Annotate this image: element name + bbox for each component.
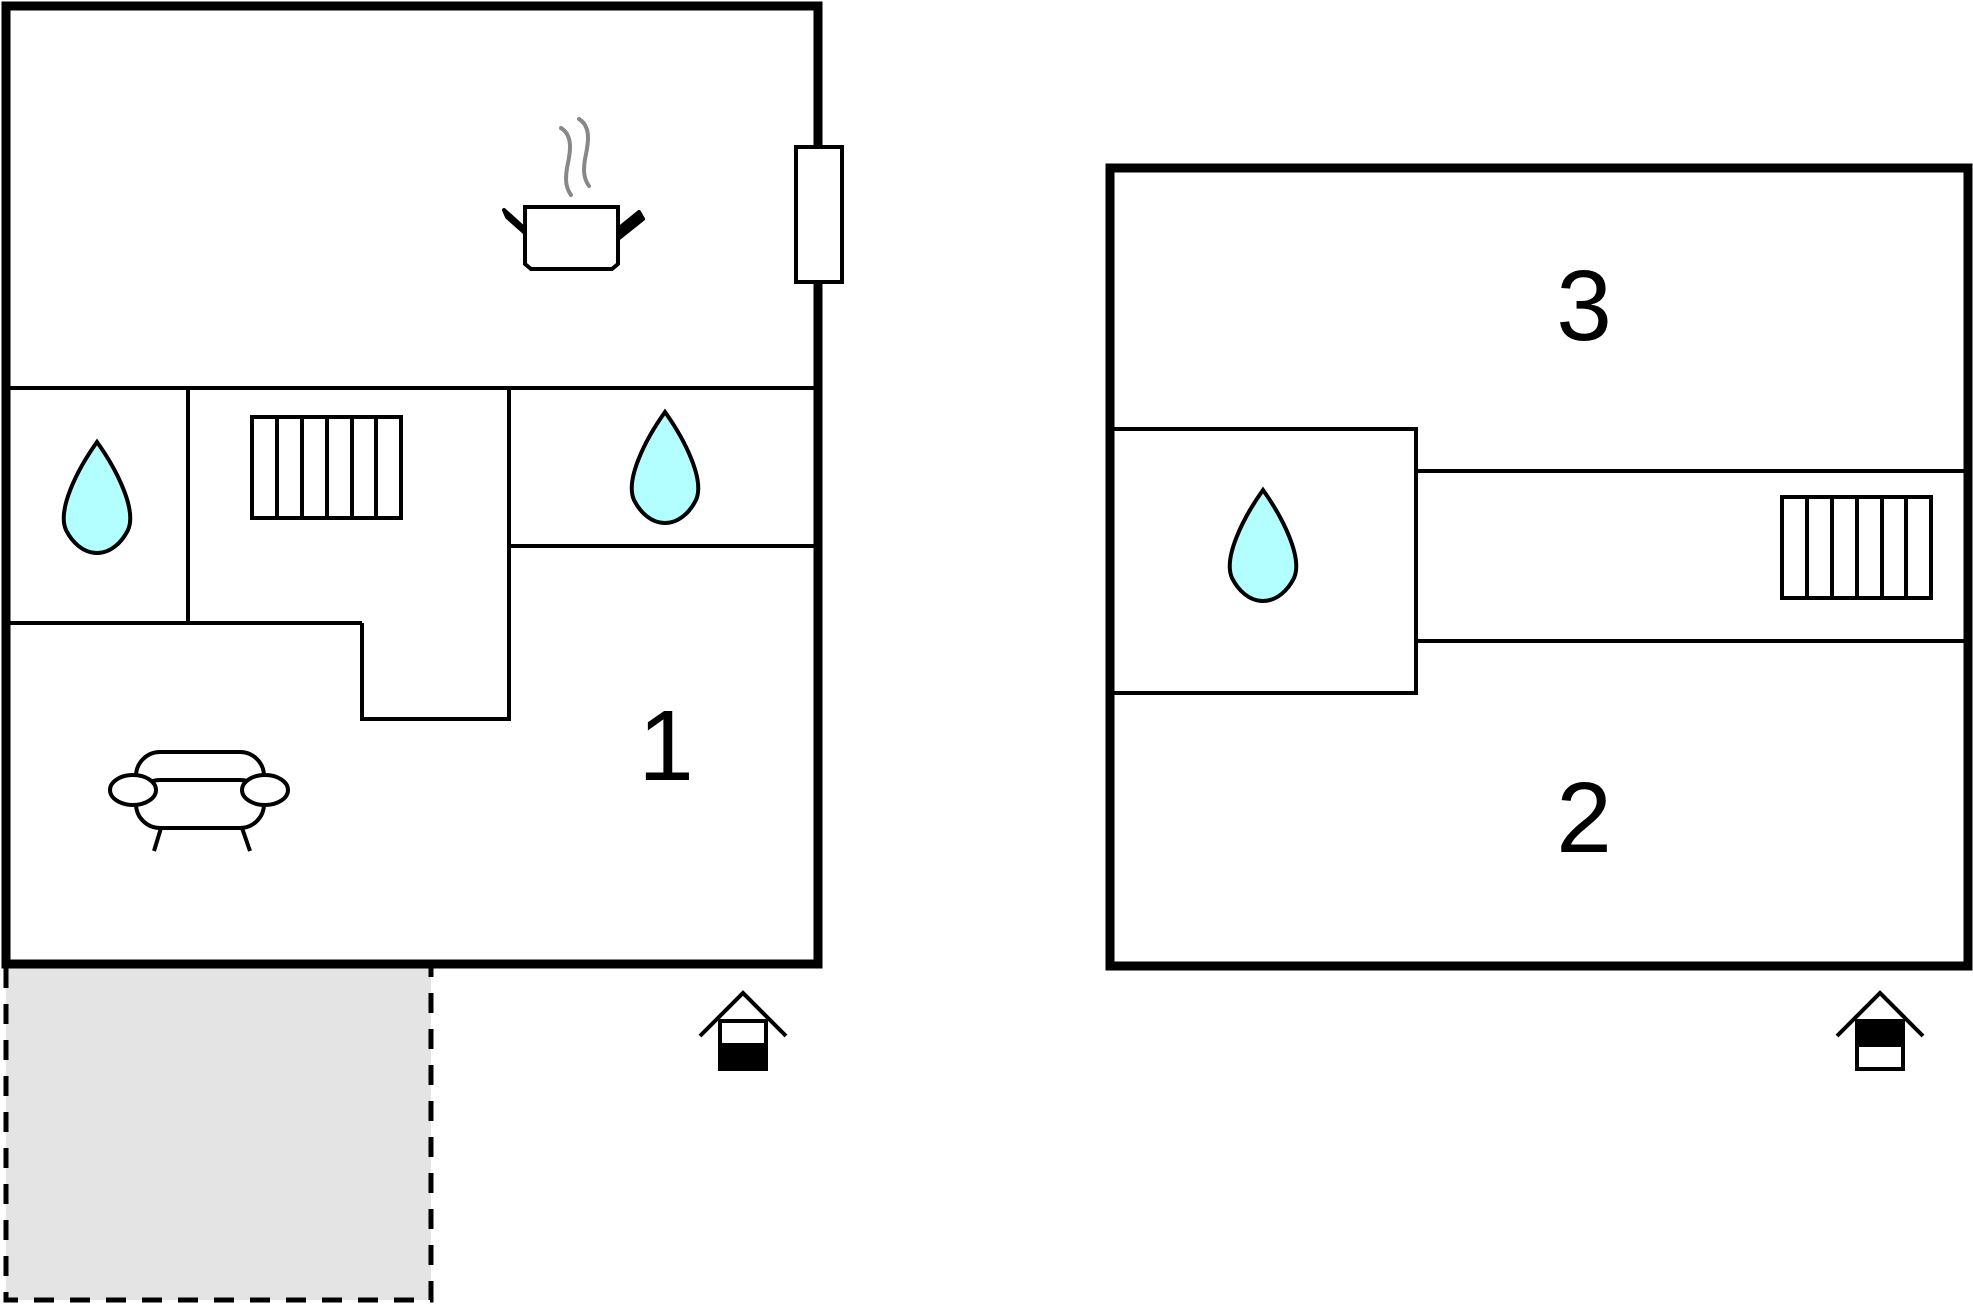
sofa-icon xyxy=(108,750,290,852)
window-icon xyxy=(794,145,844,284)
first-floor-outer-wall xyxy=(1105,163,1973,971)
room-number-2: 2 xyxy=(1556,762,1612,874)
ground-floor-plan: 1 xyxy=(1,1,844,1303)
first-floor-interior-walls xyxy=(1110,427,1968,695)
water-drop-icon xyxy=(1227,486,1299,604)
water-drop-icon xyxy=(61,438,133,556)
water-drop-icon xyxy=(629,408,701,526)
room-number-3: 3 xyxy=(1556,250,1612,362)
ground-floor-interior-walls xyxy=(6,386,818,721)
entrance-icon xyxy=(1835,990,1925,1071)
radiator-icon xyxy=(1780,495,1933,600)
terrace-area xyxy=(6,968,431,1300)
first-floor-plan: 3 2 xyxy=(1105,163,1973,1071)
terrace-outline xyxy=(3,968,434,1303)
cooking-pot-icon xyxy=(502,117,645,271)
room-number-1: 1 xyxy=(638,690,694,802)
radiator-icon xyxy=(250,415,403,520)
entrance-icon xyxy=(698,990,788,1071)
ground-floor-outer-wall xyxy=(1,1,823,969)
